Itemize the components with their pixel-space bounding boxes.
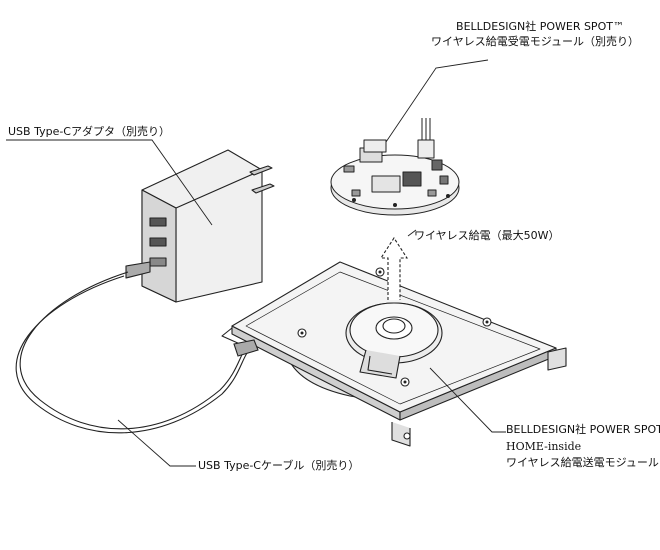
power-label: ワイヤレス給電（最大50W） [414,229,560,242]
receiver-name-label: ワイヤレス給電受電モジュール（別売り） [431,35,639,48]
usb-c-cable [15,271,259,434]
power-transfer-arrow [379,236,409,300]
transmitter-model-label: HOME-inside [506,440,582,453]
transmitter-module [221,261,567,447]
receiver-brand-label: BELLDESIGN社 POWER SPOT™ [456,20,624,33]
leader-lines [6,59,506,467]
adapter-label: USB Type-Cアダプタ（別売り） [8,125,170,138]
receiver-module [330,118,460,216]
transmitter-brand-label: BELLDESIGN社 POWER SPOT™ [506,423,660,436]
usb-c-adapter [125,149,275,303]
cable-label: USB Type-Cケーブル（別売り） [198,459,360,472]
transmitter-name-label: ワイヤレス給電送電モジュール [506,456,659,469]
